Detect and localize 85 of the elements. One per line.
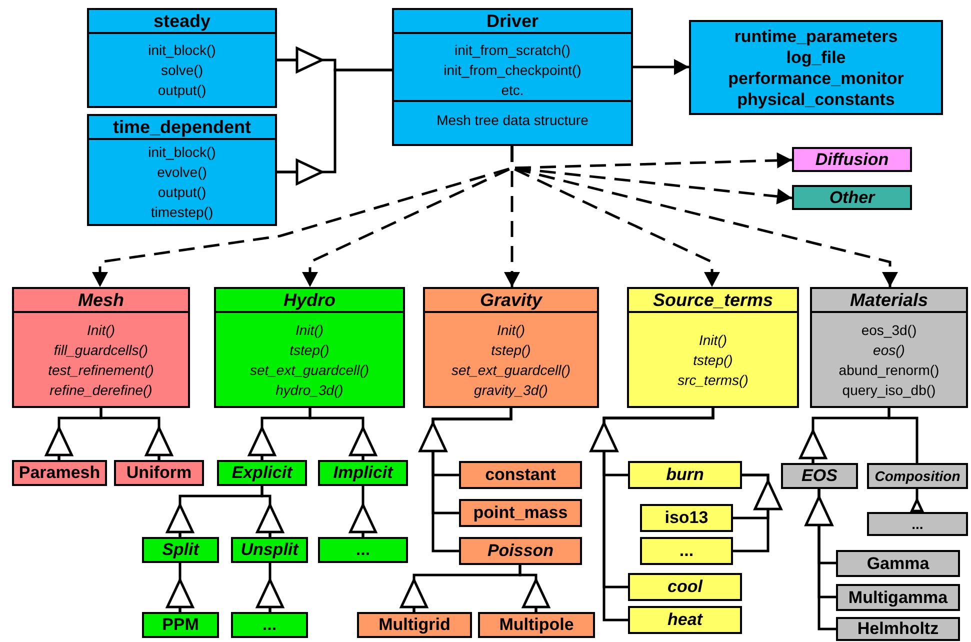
class-box: cool	[628, 573, 742, 601]
class-box: Multigamma	[836, 584, 960, 611]
class-name: Mesh	[14, 289, 188, 313]
class-box: ...	[867, 512, 968, 536]
association-line	[888, 408, 918, 463]
attribute-name: runtime_parameters	[733, 26, 899, 46]
class-box: constant	[459, 461, 582, 489]
method-name: abund_renorm()	[838, 360, 940, 380]
class-box: Split	[142, 537, 219, 563]
method-name: tstep()	[693, 350, 733, 370]
class-box: burn	[628, 461, 742, 489]
method-name: tstep()	[290, 340, 330, 360]
generalization-triangle	[589, 420, 619, 452]
method-name: init_block()	[148, 143, 216, 162]
class-box: point_mass	[459, 499, 582, 527]
method-name: hydro_3d()	[276, 380, 344, 400]
method-name: Init()	[497, 320, 525, 340]
class-box: Paramesh	[12, 460, 107, 486]
attribute-box	[689, 20, 943, 115]
method-name: set_ext_guardcell()	[250, 360, 370, 380]
method-name: eos()	[873, 340, 905, 360]
method-name: Init()	[296, 320, 324, 340]
class-box: Implicit	[318, 460, 408, 486]
method-name: init_block()	[148, 41, 216, 60]
class-box	[810, 287, 968, 408]
class-box	[87, 8, 277, 108]
class-box: ...	[318, 537, 408, 563]
class-box	[87, 114, 277, 226]
class-box	[423, 287, 599, 408]
method-name: gravity_3d()	[474, 380, 548, 400]
class-box: iso13	[640, 504, 733, 532]
note-text: Mesh tree data structure	[394, 100, 631, 138]
class-box: Composition	[867, 463, 968, 489]
class-name: Source_terms	[629, 289, 797, 313]
class-name: steady	[89, 10, 275, 34]
class-box: Diffusion	[792, 147, 912, 172]
class-box: Poisson	[459, 537, 582, 565]
method-name: tstep()	[491, 340, 531, 360]
method-name: Init()	[87, 320, 115, 340]
class-name: Hydro	[216, 289, 403, 313]
class-box	[12, 287, 190, 408]
method-name: init_from_checkpoint()	[444, 61, 582, 80]
method-name: timestep()	[150, 203, 214, 222]
class-box: ...	[640, 537, 733, 565]
method-name: Init()	[699, 330, 727, 350]
class-name: Materials	[812, 289, 966, 313]
method-name: src_terms()	[678, 370, 748, 390]
method-name: init_from_scratch()	[454, 41, 570, 60]
method-name: output()	[158, 81, 206, 100]
class-box: Multipole	[478, 612, 595, 638]
method-name: output()	[158, 183, 206, 202]
method-name: query_iso_db()	[842, 380, 936, 400]
class-box: Multigrid	[357, 612, 472, 638]
generalization-triangle	[804, 494, 834, 526]
attribute-name: physical_constants	[736, 88, 896, 110]
method-name: etc.	[501, 81, 524, 100]
class-box: Uniform	[114, 460, 204, 486]
method-name: set_ext_guardcell()	[451, 360, 571, 380]
method-name: evolve()	[157, 163, 207, 182]
attribute-name: performance_monitor	[727, 68, 905, 88]
class-box	[627, 287, 799, 408]
class-box: heat	[628, 606, 742, 634]
class-box: EOS	[781, 463, 858, 489]
class-box: PPM	[142, 612, 219, 638]
class-box: Gamma	[836, 550, 960, 577]
method-name: refine_derefine()	[50, 380, 152, 400]
generalization-triangle	[418, 420, 448, 452]
class-box: Explicit	[217, 460, 307, 486]
class-box: Helmholtz	[836, 617, 960, 641]
class-box: ...	[231, 612, 308, 638]
class-box: Other	[792, 185, 912, 210]
method-name: solve()	[160, 61, 203, 80]
class-box	[392, 8, 633, 146]
class-name: Driver	[394, 10, 631, 34]
class-name: Gravity	[425, 289, 597, 313]
class-box: Unsplit	[231, 537, 308, 563]
attribute-name: log_file	[785, 46, 847, 68]
method-name: test_refinement()	[48, 360, 154, 380]
method-name: fill_guardcells()	[54, 340, 148, 360]
association-arrow	[633, 59, 689, 75]
generalization-triangle	[753, 478, 783, 510]
class-box	[214, 287, 405, 408]
class-name: time_dependent	[89, 116, 275, 140]
method-name: eos_3d()	[861, 320, 917, 340]
dependency-arrow	[510, 146, 898, 287]
